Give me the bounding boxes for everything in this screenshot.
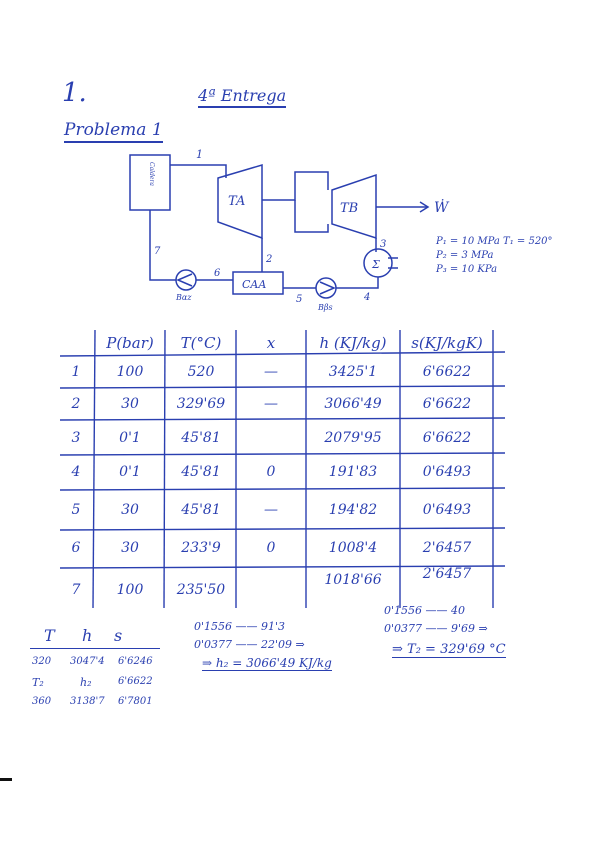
table-row-6-t: 233'9: [181, 540, 221, 556]
table-header-h: h (KJ/kg): [319, 334, 387, 352]
table-row-6-s: 2'6457: [422, 540, 472, 556]
table-row-2-x: —: [264, 396, 278, 412]
table-row-4-state: 4: [71, 464, 81, 480]
calc-t-result: ⇒ T₂ = 329'69 °C: [392, 642, 506, 658]
table-row-5-state: 5: [71, 502, 81, 518]
table-row-2-p: 30: [121, 396, 139, 412]
problem-title: Problema 1: [64, 120, 163, 143]
interp-row-2-h: h₂: [80, 676, 92, 689]
condition-1: P₁ = 10 MPa T₁ = 520°: [435, 236, 553, 247]
table-row-1-t: 520: [187, 364, 215, 380]
table-row-3-t: 45'81: [181, 430, 221, 446]
table-row-1-s: 6'6622: [422, 364, 472, 380]
cycle-diagram: Caldera TA TB Σ CAA Bβs Bαz Ẇ 1 2 3 4 5 …: [129, 148, 553, 312]
table-row-5-x: —: [264, 502, 278, 518]
table-row-3-h: 2079'95: [324, 430, 382, 446]
table-row-6-h: 1008'4: [328, 540, 378, 556]
interp-row-3-t: 360: [32, 696, 52, 707]
table-row-7-t: 235'50: [176, 582, 226, 598]
table-row-5-h: 194'82: [328, 502, 378, 518]
pump-low-label: Bβs: [317, 303, 333, 312]
table-row-5-t: 45'81: [181, 502, 221, 518]
table-row-4-p: 0'1: [119, 464, 141, 480]
table-row-4-t: 45'81: [181, 464, 221, 480]
table-row-4-h: 191'83: [328, 464, 378, 480]
state-label-2: 2: [265, 254, 272, 265]
table-row-5-p: 30: [121, 502, 139, 518]
interp-header-t: T: [44, 626, 55, 645]
table-row-1-p: 100: [116, 364, 144, 380]
table-row-3-p: 0'1: [119, 430, 141, 446]
scan-edge-mark: [0, 778, 12, 781]
state-label-3: 3: [380, 239, 386, 250]
work-label: Ẇ: [434, 198, 450, 216]
table-row-6-x: 0: [266, 540, 276, 556]
table-row-7-state: 7: [71, 582, 81, 598]
page-number: 1.: [62, 78, 87, 108]
table-header-t: T(°C): [180, 334, 222, 352]
interp-row-3-h: 3138'7: [70, 696, 105, 707]
condenser-label: Σ: [371, 258, 380, 271]
table-row-2-s: 6'6622: [422, 396, 472, 412]
heater-box: [232, 271, 284, 295]
table-row-4-s: 0'6493: [422, 464, 472, 480]
table-row-2-t: 329'69: [176, 396, 226, 412]
interp-row-1-h: 3047'4: [70, 656, 105, 667]
interp-header-h: h: [82, 626, 93, 645]
table-row-7-s: 2'6457: [422, 566, 472, 582]
table-header-x: x: [266, 334, 276, 352]
interp-row-1-s: 6'6246: [118, 656, 153, 667]
table-row-3-state: 3: [71, 430, 81, 446]
table-row-7-h: 1018'66: [324, 572, 382, 588]
table-row-6-p: 30: [121, 540, 139, 556]
state-label-6: 6: [214, 268, 221, 279]
interp-row-2-t: T₂: [32, 676, 44, 689]
table-row-3-s: 6'6622: [422, 430, 472, 446]
calc-h-line-1: 0'1556 —— 91'3: [194, 620, 286, 633]
table-grid: [59, 329, 506, 609]
interp-row-2-s: 6'6622: [118, 676, 153, 687]
turbine-b-label: TB: [340, 201, 358, 216]
calc-h-result: ⇒ h₂ = 3066'49 KJ/kg: [202, 656, 332, 671]
state-label-4: 4: [363, 292, 370, 303]
interp-row-3-s: 6'7801: [118, 696, 153, 707]
state-label-7: 7: [154, 246, 161, 257]
table-row-1-state: 1: [71, 364, 81, 380]
table-row-6-state: 6: [71, 540, 81, 556]
calc-t-line-2: 0'0377 —— 9'69 ⇒: [384, 622, 488, 635]
state-label-5: 5: [296, 294, 302, 305]
condition-2: P₂ = 3 MPa: [435, 250, 494, 261]
turbine-a-label: TA: [228, 194, 245, 209]
table-row-1-h: 3425'1: [328, 364, 378, 380]
table-row-2-state: 2: [71, 396, 81, 412]
heater-label: CAA: [242, 278, 266, 291]
boiler-label: Caldera: [148, 162, 155, 186]
table-row-7-p: 100: [116, 582, 144, 598]
interp-header-s: s: [114, 626, 123, 645]
calc-t-line-1: 0'1556 —— 40: [384, 604, 466, 617]
interp-row-1-t: 320: [32, 656, 52, 667]
pump-high-label: Bαz: [175, 293, 192, 302]
table-header-s: s(KJ/kgK): [411, 334, 483, 352]
table-row-2-h: 3066'49: [324, 396, 382, 412]
table-row-4-x: 0: [266, 464, 276, 480]
table-header-p: P(bar): [106, 334, 154, 352]
delivery-title: 4ª Entrega: [198, 86, 287, 108]
condition-3: P₃ = 10 KPa: [435, 264, 497, 275]
table-row-1-x: —: [264, 364, 278, 380]
state-label-1: 1: [196, 148, 203, 161]
calc-h-line-2: 0'0377 —— 22'09 ⇒: [194, 638, 305, 651]
table-row-5-s: 0'6493: [422, 502, 472, 518]
interp-divider: [30, 648, 160, 649]
